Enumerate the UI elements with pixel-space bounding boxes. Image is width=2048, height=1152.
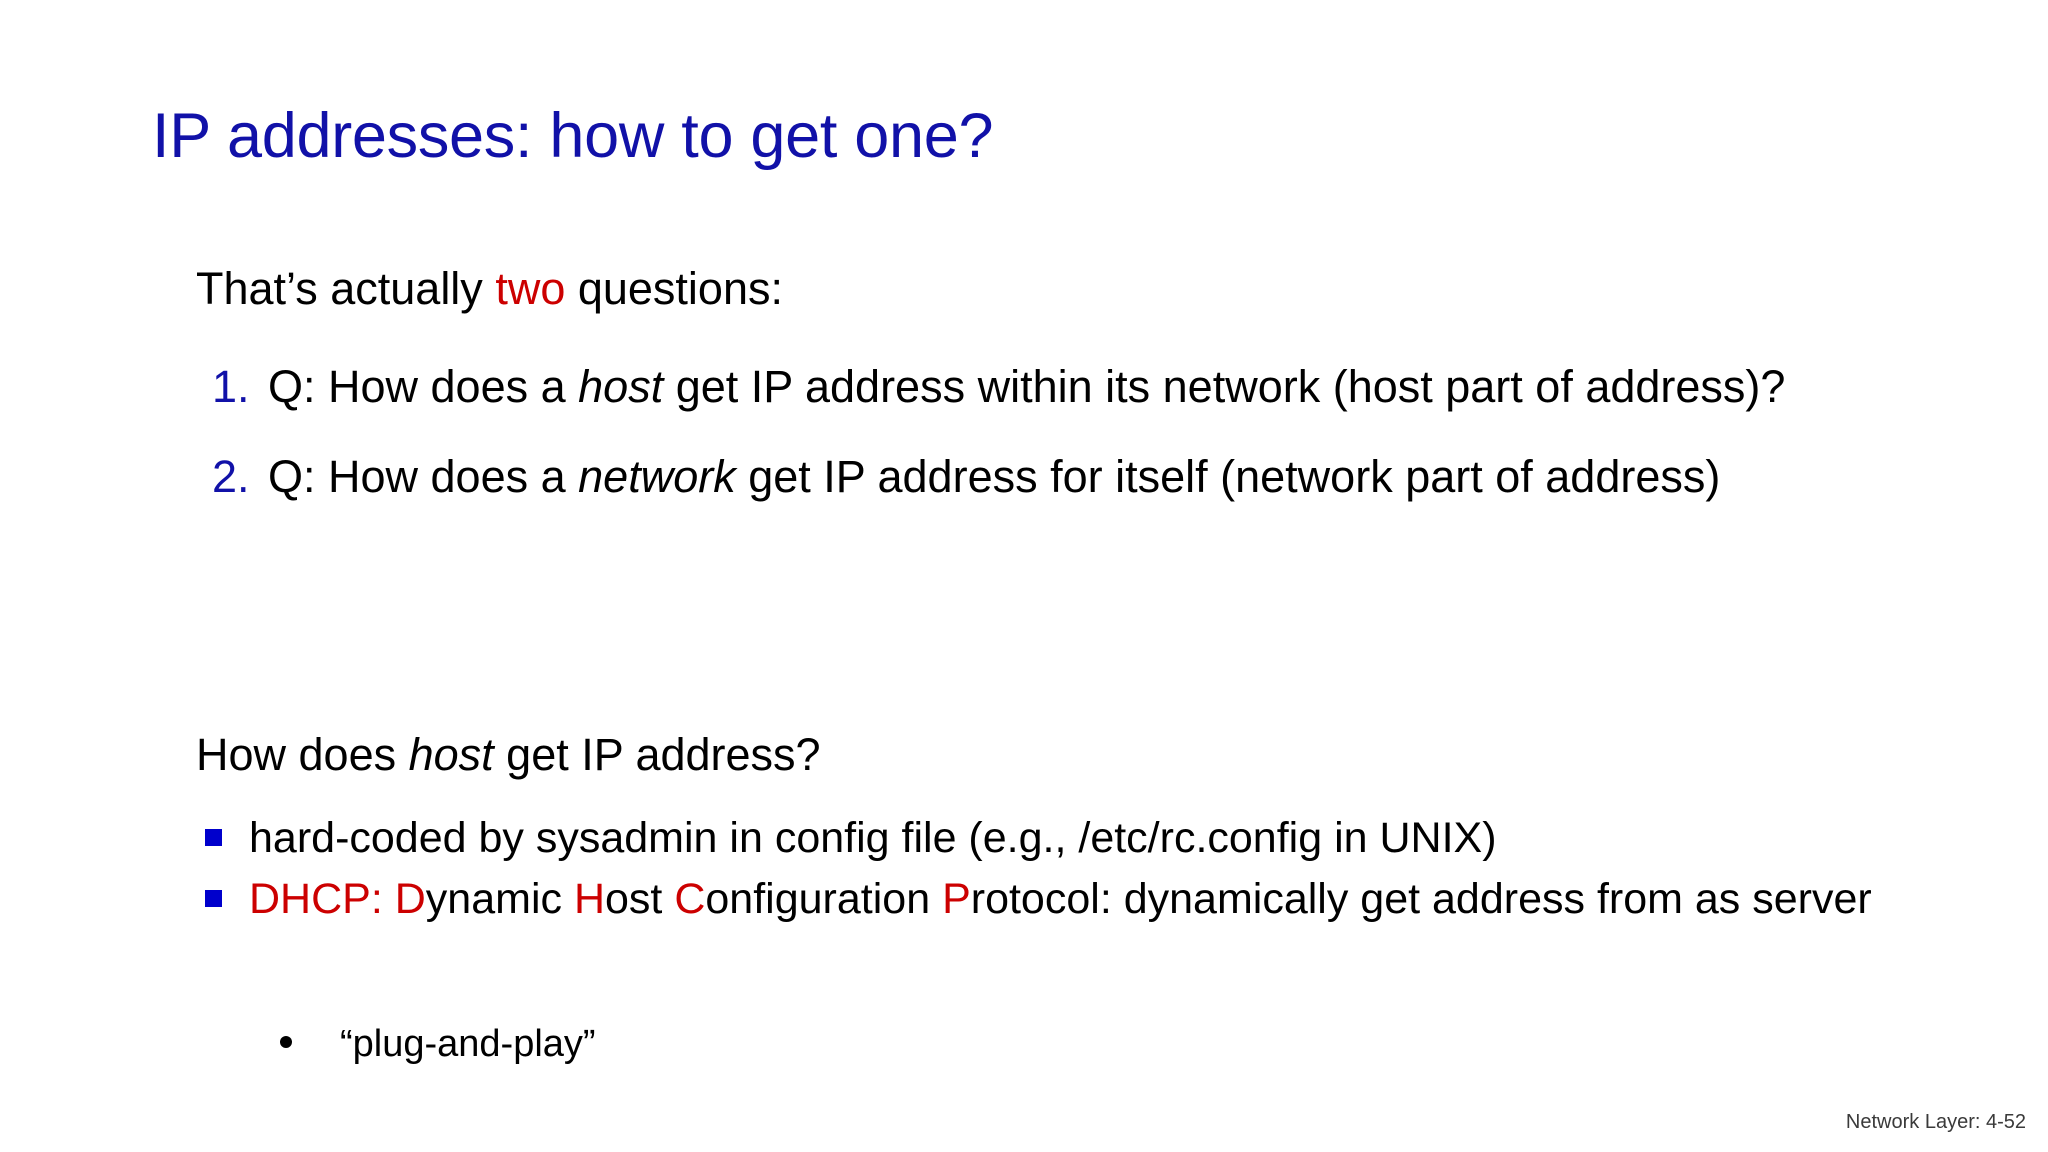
page-title: IP addresses: how to get one? (152, 101, 994, 172)
dhcp-p-cap: P (942, 875, 971, 924)
section-heading: How does host get IP address? (196, 728, 821, 781)
round-bullet-list: “plug-and-play” (280, 1022, 1880, 1068)
square-bullet-icon (205, 812, 249, 846)
lead-highlight-two: two (495, 263, 566, 314)
dhcp-h-rest: ost (605, 875, 675, 924)
sub-bullet-text-plug-and-play: “plug-and-play” (340, 1023, 596, 1065)
square-bullet-icon (205, 873, 249, 908)
lead-line: That’s actually two questions: (196, 262, 783, 315)
dhcp-acronym: DHCP: (249, 875, 395, 924)
slide-footer: Network Layer: 4-52 (1845, 1111, 2026, 1133)
list-item: DHCP: Dynamic Host Configuration Protoco… (205, 873, 2005, 926)
numbered-question-list: 1. Q: How does a host get IP address wit… (212, 360, 2002, 527)
question-1-post: get IP address within its network (host … (663, 361, 1786, 412)
square-bullet-list: hard-coded by sysadmin in config file (e… (205, 812, 2005, 935)
dhcp-p-rest: rotocol: dynamically get address from as… (970, 875, 1872, 924)
dhcp-c-cap: C (674, 875, 706, 924)
question-2-post: get IP address for itself (network part … (735, 451, 1721, 503)
dhcp-h-cap: H (573, 875, 606, 924)
list-item: 2. Q: How does a network get IP address … (212, 450, 2002, 504)
list-item: 1. Q: How does a host get IP address wit… (212, 360, 2002, 414)
dhcp-c-rest: onfiguration (705, 875, 943, 924)
lead-text-part2: questions: (565, 263, 783, 314)
list-item: hard-coded by sysadmin in config file (e… (205, 812, 2005, 865)
bullet-text-dhcp: DHCP: Dynamic Host Configuration Protoco… (249, 873, 2005, 926)
question-2-pre: Q: How does a (268, 451, 579, 503)
question-1-emphasis: host (578, 361, 664, 412)
list-item-text-2: Q: How does a network get IP address for… (268, 450, 2002, 504)
lead-text-part1: That’s actually (196, 263, 496, 314)
section-heading-post: get IP address? (493, 729, 821, 780)
list-marker-2: 2. (212, 451, 250, 503)
list-marker-1: 1. (212, 361, 250, 412)
section-heading-emphasis: host (408, 729, 494, 780)
list-item-text-1: Q: How does a host get IP address within… (268, 360, 2002, 414)
round-bullet-icon (280, 1022, 340, 1048)
section-heading-pre: How does (196, 729, 409, 780)
dhcp-d-cap: D (394, 875, 426, 924)
list-item: “plug-and-play” (280, 1022, 1880, 1068)
dhcp-d-rest: ynamic (425, 875, 574, 924)
question-2-emphasis: network (578, 451, 736, 503)
question-1-pre: Q: How does a (268, 361, 579, 412)
bullet-text-hardcoded: hard-coded by sysadmin in config file (e… (249, 814, 1497, 862)
